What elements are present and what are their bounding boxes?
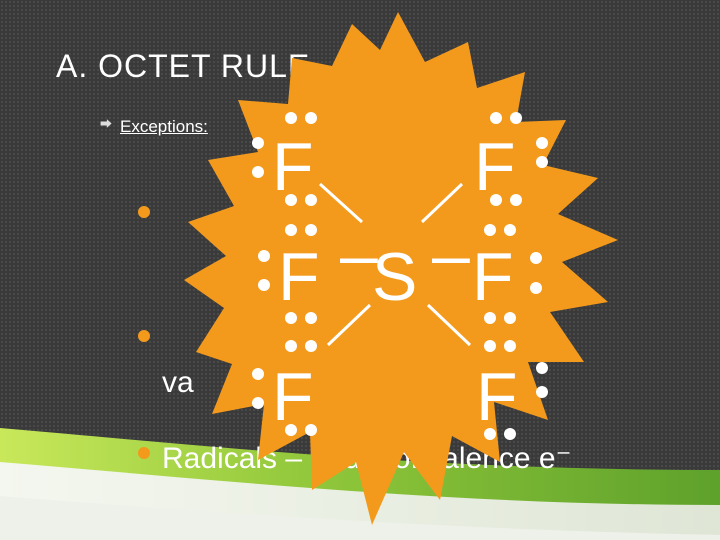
bullet-dot-2	[138, 330, 150, 342]
bond-right: –	[432, 217, 470, 293]
lone-pair-dots	[252, 112, 548, 440]
atom-f-lower-left: F	[272, 359, 314, 435]
bullet-dot-3	[138, 447, 150, 459]
bond-left: –	[340, 217, 378, 293]
bullet-arrow-icon: ⮕	[100, 117, 113, 131]
bond-lr	[426, 303, 472, 347]
slide-title: A. OCTET RULE	[56, 48, 311, 84]
bullet-dot-1	[138, 206, 150, 218]
bond-ll	[326, 303, 372, 347]
slide-subtitle: Exceptions:	[120, 117, 208, 136]
atom-f-upper-left: F	[272, 129, 314, 205]
atom-f-right: F	[472, 239, 514, 315]
bullet-text-2: va	[162, 366, 194, 399]
atom-f-left: F	[278, 239, 320, 315]
atom-f-upper-right: F	[474, 129, 516, 205]
atom-s-center: S	[372, 239, 417, 315]
bond-ul	[318, 182, 364, 224]
starburst-shape	[184, 12, 618, 525]
bond-ur	[420, 182, 464, 224]
atom-f-lower-right: F	[476, 359, 518, 435]
